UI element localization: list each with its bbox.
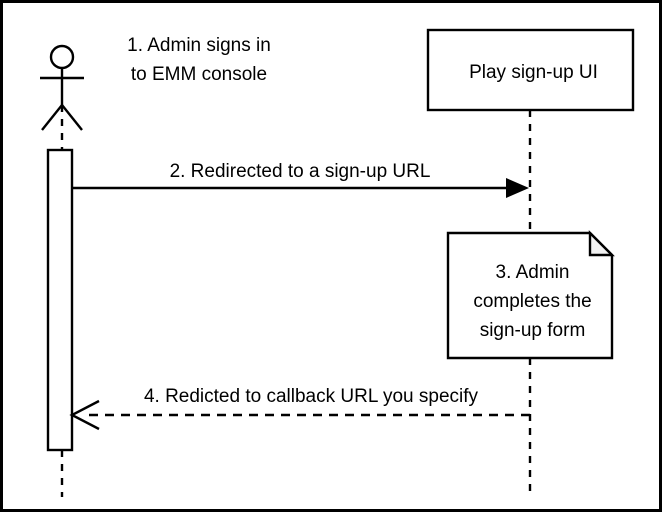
note-body [446, 231, 614, 360]
note-step3-text: 3. Admin completes the sign-up form [451, 258, 614, 345]
label-step1: 1. Admin signs in to EMM console [99, 31, 299, 89]
sequence-diagram-svg [40, 28, 635, 497]
actor-head-icon [49, 44, 75, 70]
label-message-2: 2. Redirected to a sign-up URL [169, 161, 431, 182]
participant-label-play-signup-ui: Play sign-up UI [469, 62, 598, 83]
note-step3-line2: completes the [473, 291, 592, 312]
label-step1-line1: 1. Admin signs in [127, 35, 271, 56]
message-2-arrow[interactable] [72, 178, 529, 198]
actor-admin[interactable] [40, 44, 84, 131]
activation-bar-admin[interactable] [46, 148, 74, 452]
message-2-arrowhead-icon [506, 178, 529, 198]
note-folded-corner-icon [588, 230, 615, 257]
note-step3-line3: sign-up form [479, 320, 586, 341]
note-step3-line1: 3. Admin [495, 262, 570, 283]
label-message-4: 4. Redicted to callback URL you specify [143, 386, 479, 407]
label-step1-line2: to EMM console [130, 64, 268, 85]
actor-leg-left-icon [41, 104, 63, 131]
note-step3[interactable] [446, 230, 615, 360]
actor-leg-right-icon [61, 104, 83, 131]
message-4-arrow[interactable] [69, 399, 530, 431]
participant-box-play-signup-ui[interactable] [426, 28, 635, 112]
message-4-arrowhead-icon [69, 399, 100, 431]
